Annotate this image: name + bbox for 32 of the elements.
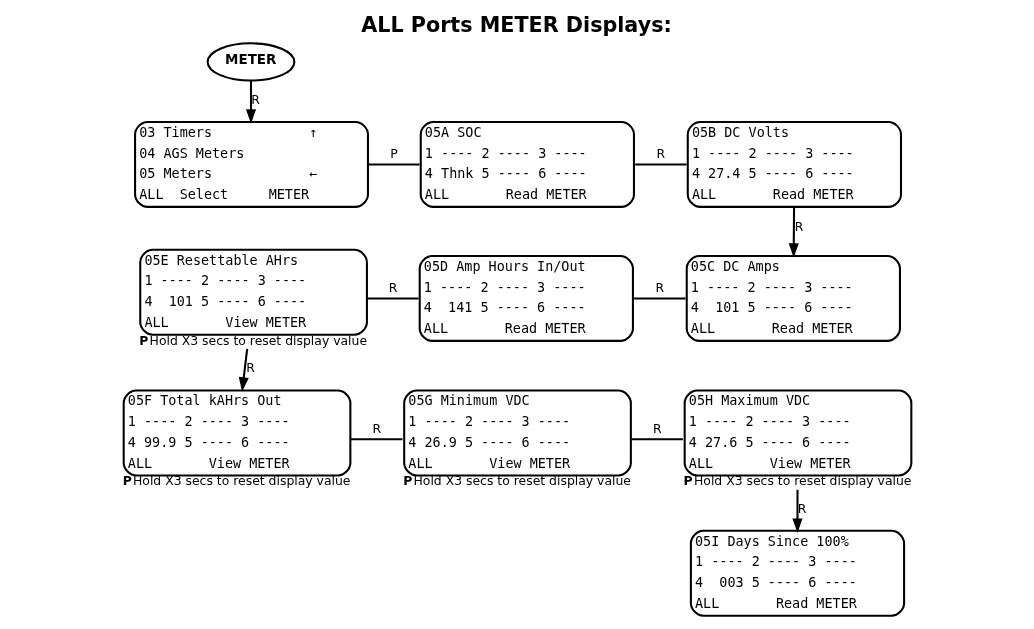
edge-label: P [390,145,398,161]
edge-label: R [797,500,807,516]
connector [635,163,687,166]
edge-label: R [246,360,255,376]
arrow [245,80,257,124]
node-box: 05E Resettable AHrs 1 ---- 2 ---- 3 ---- 4 101 5 ---- 6 ---- ALL View METER [139,248,368,336]
node-ellipse: METER [206,42,296,82]
node-box: 05D Amp Hours In/Out 1 ---- 2 ---- 3 ---- 4 141 5 ---- 6 ---- ALL Read METER [418,255,634,342]
arrow [792,489,803,533]
connector [351,438,403,441]
edge-label: R [652,420,662,436]
connector [634,297,686,300]
edge-label: R [388,279,398,295]
node-box: 03 Timers ↑ 04 AGS Meters 05 Meters ← ALL Select METER [134,120,369,208]
node-box: 05C DC Amps 1 ---- 2 ---- 3 ---- 4 101 5 ---- 6 ---- ALL Read METER [685,255,901,342]
edge-label: R [372,420,382,436]
node-box: 05B DC Volts 1 ---- 2 ---- 3 ---- 4 27.4 5 ---- 6 ---- ALL Read METER [686,120,903,208]
connector [367,297,419,300]
connector [368,163,420,166]
node-box: 05I Days Since 100% 1 ---- 2 ---- 3 ---- 4 003 5 ---- 6 ---- ALL Read METER [689,529,906,617]
arrow [788,207,799,258]
arrow [238,348,249,392]
edge-label: R [655,279,665,295]
connector [631,438,683,441]
edge-label: R [656,145,666,161]
edge-label: R [794,219,804,235]
edge-label: R [251,91,260,107]
node-box: 05A SOC 1 ---- 2 ---- 3 ---- 4 Thnk 5 ---- 6 ---- ALL Read METER [419,120,635,208]
diagram-title: ALL Ports METER Displays: [361,12,672,37]
node-box: 05F Total kAHrs Out 1 ---- 2 ---- 3 ---- 4 99.9 5 ---- 6 ---- ALL View METER [122,389,352,477]
node-box: 05H Maximum VDC 1 ---- 2 ---- 3 ---- 4 27.6 5 ---- 6 ---- ALL View METER [683,389,913,477]
node-box: 05G Minimum VDC 1 ---- 2 ---- 3 ---- 4 26.9 5 ---- 6 ---- ALL View METER [403,389,632,477]
